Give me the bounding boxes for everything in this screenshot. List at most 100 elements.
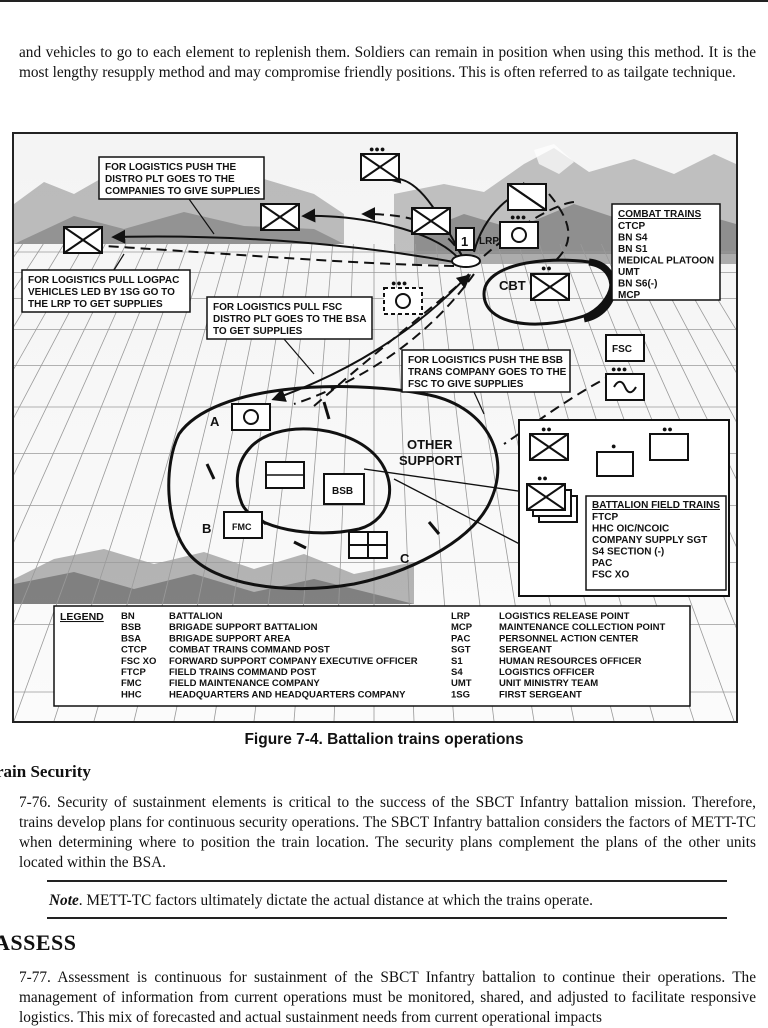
other-support-label-2: SUPPORT [399,453,462,468]
combat-trains-item: BN S1 [618,244,648,255]
legend-definition: HEADQUARTERS AND HEADQUARTERS COMPANY [169,689,406,700]
cbt-label: CBT [499,278,526,293]
intro-paragraph: and vehicles to go to each element to re… [19,44,756,81]
legend-abbr: S1 [451,656,463,667]
legend-definition: PERSONNEL ACTION CENTER [499,633,638,644]
svg-text:FOR LOGISTICS PUSH THE: FOR LOGISTICS PUSH THE [105,162,236,173]
legend-abbr: FTCP [121,667,146,678]
svg-text:COMBAT TRAINS: COMBAT TRAINS [618,209,701,220]
legend-abbr: FSC XO [121,656,156,667]
svg-text:TRANS COMPANY GOES TO THE: TRANS COMPANY GOES TO THE [408,367,567,378]
unit-symbol-fsc-maint [605,373,645,401]
svg-text:●●: ●● [662,424,673,434]
legend-abbr: SGT [451,645,471,656]
major-heading-assess: ASSESS [0,930,77,955]
combat-trains-item: UMT [618,267,640,278]
legend-definition: UNIT MINISTRY TEAM [499,678,598,689]
unit-symbol-a [231,403,271,431]
legend-abbr: PAC [451,633,470,644]
trains-diagram: FOR LOGISTICS PUSH THE DISTRO PLT GOES T… [14,134,736,721]
unit-symbol-c [348,531,388,559]
legend-definition: FIELD MAINTENANCE COMPANY [169,678,320,689]
combat-trains-item: BN S6(-) [618,279,657,290]
fsc-label: FSC [612,344,632,355]
legend-definition: SERGEANT [499,645,552,656]
lrp-flag [455,227,475,251]
field-trains-item: FTCP [592,512,618,523]
callout-push-bsb: FOR LOGISTICS PUSH THE BSB TRANS COMPANY… [401,349,571,393]
legend-abbr: 1SG [451,689,470,700]
combat-trains-item: MEDICAL PLATOON [618,256,714,267]
legend-definition: FIRST SERGEANT [499,689,582,700]
unit-symbol-company-left [63,226,103,254]
legend-title: LEGEND [60,611,104,623]
bsb-inner-outline [235,427,391,535]
callout-pull-logpac: FOR LOGISTICS PULL LOGPAC VEHICLES LED B… [21,269,191,313]
svg-text:COMPANIES TO GIVE SUPPLIES: COMPANIES TO GIVE SUPPLIES [105,186,261,197]
unit-symbol-fsc [605,334,645,362]
legend-abbr: BN [121,611,135,622]
legend-definition: COMBAT TRAINS COMMAND POST [169,645,330,656]
legend-definition: FIELD TRAINS COMMAND POST [169,667,316,678]
unit-symbol-dashed-maint [383,287,423,315]
combat-trains-item: MCP [618,290,641,301]
svg-text:BATTALION FIELD TRAINS: BATTALION FIELD TRAINS [592,500,720,511]
legend-abbr: LRP [451,611,471,622]
legend-abbr: HHC [121,689,142,700]
note-label: Note [49,892,79,909]
svg-text:TO GET SUPPLIES: TO GET SUPPLIES [213,326,303,337]
svg-text:FOR LOGISTICS PULL LOGPAC: FOR LOGISTICS PULL LOGPAC [28,275,179,286]
unit-symbol-fmc [223,511,263,539]
lrp-marker [451,254,481,268]
legend-definition: HUMAN RESOURCES OFFICER [499,656,642,667]
area-a-label: A [210,414,220,429]
svg-text:DISTRO PLT GOES TO THE BSA: DISTRO PLT GOES TO THE BSA [213,314,367,325]
legend-abbr: S4 [451,667,463,678]
callouts: FOR LOGISTICS PUSH THE DISTRO PLT GOES T… [21,156,571,415]
svg-text:VEHICLES LED BY 1SG GO TO: VEHICLES LED BY 1SG GO TO [28,287,175,298]
note-text: . METT-TC factors ultimately dictate the… [78,892,593,909]
legend-definition: LOGISTICS OFFICER [499,667,595,678]
svg-text:●●●: ●●● [510,212,526,222]
unit-symbol-cbt [530,273,570,301]
legend-abbr: BSA [121,633,141,644]
svg-text:FSC TO GIVE SUPPLIES: FSC TO GIVE SUPPLIES [408,379,524,390]
legend-abbr: MCP [451,622,473,633]
legend-abbr: BSB [121,622,141,633]
combat-trains-item: BN S4 [618,233,648,244]
field-trains-unit-3 [649,433,689,461]
legend-definition: BRIGADE SUPPORT BATTALION [169,622,318,633]
field-trains-unit-2 [596,451,634,477]
svg-text:FOR LOGISTICS PULL FSC: FOR LOGISTICS PULL FSC [213,302,342,313]
svg-text:THE LRP TO GET SUPPLIES: THE LRP TO GET SUPPLIES [28,299,163,310]
legend-definition: BRIGADE SUPPORT AREA [169,633,291,644]
legend-abbr: UMT [451,678,472,689]
field-trains-item: S4 SECTION (-) [592,547,664,558]
bsa-outline [167,385,500,591]
legend-abbr: FMC [121,678,142,689]
legend-definition: MAINTENANCE COLLECTION POINT [499,622,665,633]
unit-symbol-company-top [360,153,400,181]
note-top-rule [47,880,727,882]
section-heading-train-security: rain Security [0,762,91,781]
unit-symbol-company-mid [260,203,300,231]
legend-definition: LOGISTICS RELEASE POINT [499,611,630,622]
page-top-rule [0,0,768,2]
field-trains-item: FSC XO [592,570,629,581]
paragraph-7-76: 7-76. Security of sustainment elements i… [19,794,756,871]
unit-symbol-company-right [411,207,451,235]
svg-text:FOR LOGISTICS PUSH THE BSB: FOR LOGISTICS PUSH THE BSB [408,355,563,366]
svg-text:●●: ●● [541,424,552,434]
svg-text:●●: ●● [537,473,548,483]
figure-caption: Figure 7-4. Battalion trains operations [244,731,524,748]
field-trains-item: HHC OIC/NCOIC [592,524,669,535]
lrp-number: 1 [461,234,468,249]
svg-text:DISTRO PLT GOES TO THE: DISTRO PLT GOES TO THE [105,174,235,185]
fmc-label: FMC [232,522,252,532]
note: Note. METT-TC factors ultimately dictate… [49,892,593,910]
area-c-label: C [400,551,410,566]
svg-text:●●●: ●●● [369,144,385,154]
